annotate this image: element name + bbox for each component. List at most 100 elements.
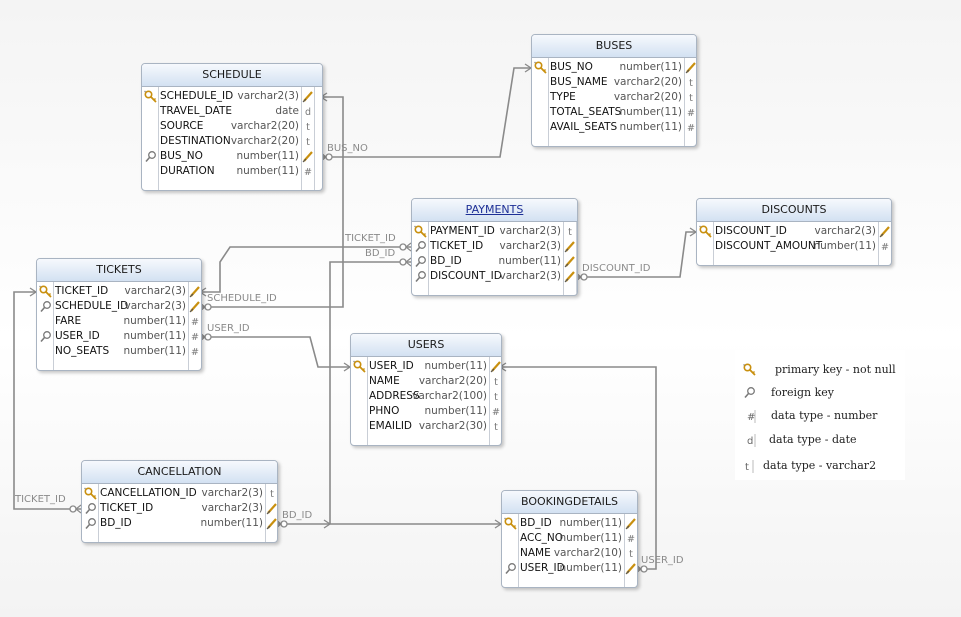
column-name: DISCOUNT_AMOUNT: [715, 240, 823, 252]
column-name: PAYMENT_ID: [430, 225, 495, 237]
column-divider: [53, 282, 54, 370]
table-title: SCHEDULE: [142, 64, 322, 87]
relationship-label: USER_ID: [207, 323, 250, 334]
rel-payments-tickets[interactable]: [198, 242, 412, 297]
column-divider: [265, 484, 266, 542]
varchar-type-icon: t: [629, 549, 633, 560]
column-divider: [201, 282, 202, 371]
blank-icon: [39, 345, 53, 358]
column-divider: [576, 222, 577, 295]
column-name: USER_ID: [369, 360, 414, 372]
relationship-label: BD_ID: [365, 248, 396, 259]
rel-cancellation-bookingdetails[interactable]: [275, 519, 332, 529]
table-title: BUSES: [532, 35, 696, 58]
column-type: number(11): [813, 240, 876, 252]
blank-icon: [144, 120, 158, 133]
column-type: varchar2(20): [230, 135, 299, 147]
column-type: varchar2(3): [499, 225, 561, 237]
column-type: number(11): [200, 517, 263, 529]
number-type-icon: #: [743, 409, 759, 424]
svg-text:*: *: [534, 61, 536, 66]
svg-text:*: *: [39, 285, 41, 290]
column-type: number(11): [236, 165, 299, 177]
rel-cancellation-tickets[interactable]: [13, 287, 82, 514]
column-row[interactable]: BD_ID number(11): [82, 516, 277, 531]
key-tag-icon: [189, 285, 201, 298]
column-type: number(11): [619, 106, 682, 118]
table-title: TICKETS: [37, 259, 201, 282]
blank-icon: [699, 240, 713, 253]
svg-text:d: d: [747, 436, 753, 447]
column-name: BD_ID: [430, 255, 462, 267]
key-tag-icon: [625, 562, 637, 575]
rel-tickets-users[interactable]: [199, 332, 352, 372]
varchar-type-icon: t: [494, 392, 498, 403]
number-type-icon: #: [191, 317, 199, 328]
column-name: NO_SEATS: [55, 345, 110, 357]
table-title: PAYMENTS: [412, 199, 577, 222]
key-tag-icon: [685, 61, 696, 74]
foreign-key-icon: [504, 562, 518, 575]
varchar-type-icon: t: [494, 422, 498, 433]
column-name: BUS_NAME: [550, 76, 608, 88]
column-type: varchar2(3): [124, 300, 186, 312]
column-name: SCHEDULE_ID: [160, 90, 234, 102]
column-type: number(11): [123, 330, 186, 342]
primary-key-icon: *: [534, 61, 548, 74]
column-name: AVAIL_SEATS: [550, 121, 618, 133]
blank-icon: [534, 121, 548, 134]
column-type: number(11): [123, 315, 186, 327]
column-name: BD_ID: [100, 517, 132, 529]
svg-text:*: *: [144, 90, 146, 95]
column-name: DISCOUNT_ID: [715, 225, 787, 237]
varchar-type-icon: t: [270, 489, 274, 500]
column-divider: [489, 357, 490, 445]
column-type: number(11): [559, 532, 622, 544]
